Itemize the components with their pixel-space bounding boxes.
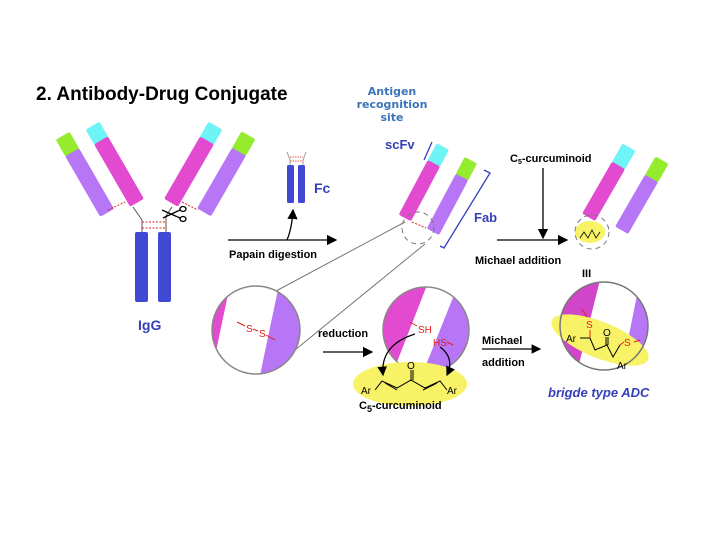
papain-label: Papain digestion xyxy=(229,249,317,261)
aryl-left-product: Ar xyxy=(566,334,577,345)
igg-left-light-chain xyxy=(56,132,114,217)
figure-title: 2. Antibody-Drug Conjugate xyxy=(36,84,288,105)
reagent-label: C5-curcuminoid xyxy=(510,153,592,166)
zoom-circle-bridged xyxy=(551,281,649,371)
michael-label: Michael xyxy=(482,335,522,347)
scfv-label: scFv xyxy=(385,137,415,152)
igg-antibody xyxy=(56,122,255,302)
bridged-structure xyxy=(580,308,641,359)
sulfur-atom: S xyxy=(246,324,253,335)
sulfur-left: S xyxy=(586,320,593,331)
igg-fc-right xyxy=(158,232,171,302)
scissors-icon xyxy=(161,205,187,223)
oxygen-atom: O xyxy=(407,361,415,372)
fc-release-arrow xyxy=(286,208,298,241)
igg-right-heavy-chain xyxy=(164,122,222,207)
zoom-circle-disulfide: S S xyxy=(211,285,301,375)
zoom-circle-reduced xyxy=(382,286,470,374)
fab-bracket xyxy=(439,169,491,249)
curcuminoid-structure xyxy=(374,370,448,391)
fc-label: Fc xyxy=(314,180,331,196)
igg-left-heavy-chain xyxy=(86,122,144,207)
reduction-label: reduction xyxy=(318,328,368,340)
igg-right-light-chain xyxy=(197,132,255,216)
michael-addition-label: Michael addition xyxy=(475,255,561,267)
fab-label: Fab xyxy=(474,210,497,225)
aryl-right-product: Ar xyxy=(617,361,628,372)
sulfur-right: S xyxy=(624,338,631,349)
scfv-bracket xyxy=(423,141,433,161)
aryl-right: Ar xyxy=(447,386,458,397)
antigen-label-2: recognition xyxy=(357,98,428,111)
product-adc xyxy=(574,144,668,250)
antigen-label-3: site xyxy=(380,111,403,124)
fc-fragment xyxy=(286,151,307,203)
thiol-sh: SH xyxy=(418,325,432,336)
aryl-left: Ar xyxy=(361,386,372,397)
curcuminoid-label: C5-curcuminoid xyxy=(359,400,442,414)
thiol-hs: HS xyxy=(433,338,447,349)
magnifier-line-bottom xyxy=(294,243,426,351)
bridge-adc-label: brigde type ADC xyxy=(548,385,650,400)
magnifier-line-top xyxy=(275,221,406,292)
oxygen-atom-product: O xyxy=(603,328,611,339)
addition-label: addition xyxy=(482,357,525,369)
zoom-circle-marker xyxy=(401,211,435,245)
product-number: III xyxy=(582,268,591,280)
igg-fc-left xyxy=(135,232,148,302)
fab-fragment xyxy=(399,143,477,245)
sulfur-atom: S xyxy=(259,329,266,340)
antigen-label-1: Antigen xyxy=(368,85,417,98)
igg-label: IgG xyxy=(138,317,161,333)
